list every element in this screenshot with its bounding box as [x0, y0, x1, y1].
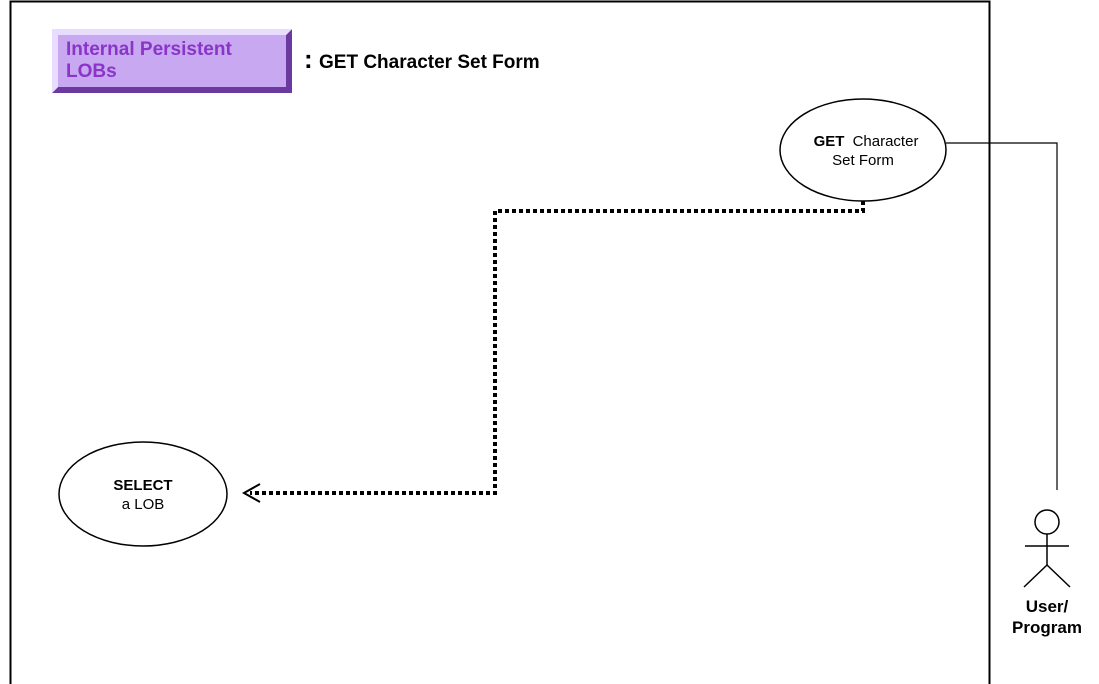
use-case-keyword: GET — [814, 133, 845, 150]
actor-label-line1: User/ — [1026, 597, 1069, 616]
use-case-oval — [779, 98, 947, 202]
title-separator: : — [304, 44, 313, 74]
dependency-arrowhead — [241, 483, 261, 503]
use-case-label-line2: a LOB — [122, 496, 165, 513]
badge-body — [58, 35, 286, 87]
header-badge: Internal Persistent LOBs — [52, 29, 292, 93]
use-case-label-rest: Character — [853, 133, 919, 150]
dependency-path — [250, 201, 865, 495]
actor-label-line2: Program — [1012, 618, 1082, 637]
use-case-keyword: SELECT — [113, 477, 172, 494]
use-case-label-line1: GET Character — [814, 133, 919, 150]
diagram-frame — [9, 0, 991, 684]
use-case-get-character-set-form[interactable]: GET Character Set Form — [779, 98, 947, 202]
actor-association-line — [946, 142, 1058, 490]
page-title: GET Character Set Form — [319, 52, 540, 73]
badge-label-line1: Internal Persistent — [66, 39, 232, 60]
badge-label-line2: LOBs — [66, 61, 117, 82]
use-case-select-a-lob[interactable]: SELECT a LOB — [58, 441, 228, 547]
stick-figure-icon — [1023, 509, 1071, 588]
use-case-label-line2: Set Form — [832, 152, 894, 169]
use-case-oval — [58, 441, 228, 547]
